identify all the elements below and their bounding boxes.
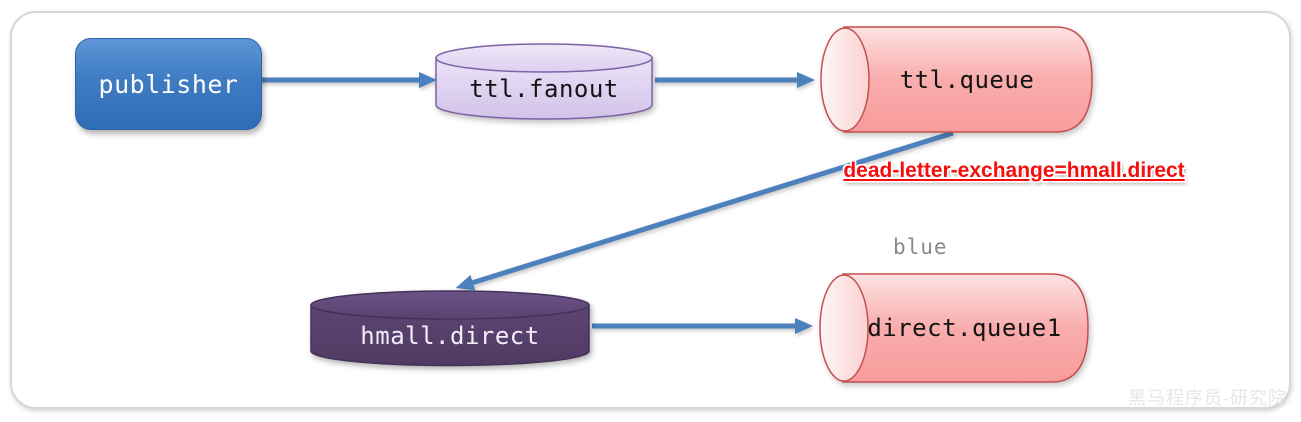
cylinder-shape: [819, 273, 1089, 383]
routing-key-label: blue: [893, 235, 948, 259]
ttl-fanout-node: ttl.fanout: [435, 43, 653, 121]
hmall-direct-node: hmall.direct: [310, 290, 590, 367]
cylinder-shape: [820, 26, 1093, 133]
cylinder-shape: [435, 43, 653, 120]
publisher-label: publisher: [98, 69, 239, 99]
publisher-node: publisher: [75, 38, 262, 130]
ttl-queue-node: ttl.queue: [818, 26, 1094, 133]
direct-queue1-node: direct.queue1: [817, 273, 1090, 383]
dead-letter-annotation: dead-letter-exchange=hmall.direct: [843, 159, 1185, 182]
watermark-text: 黑马程序员-研究院: [1128, 388, 1287, 408]
cylinder-shape: [310, 290, 590, 367]
